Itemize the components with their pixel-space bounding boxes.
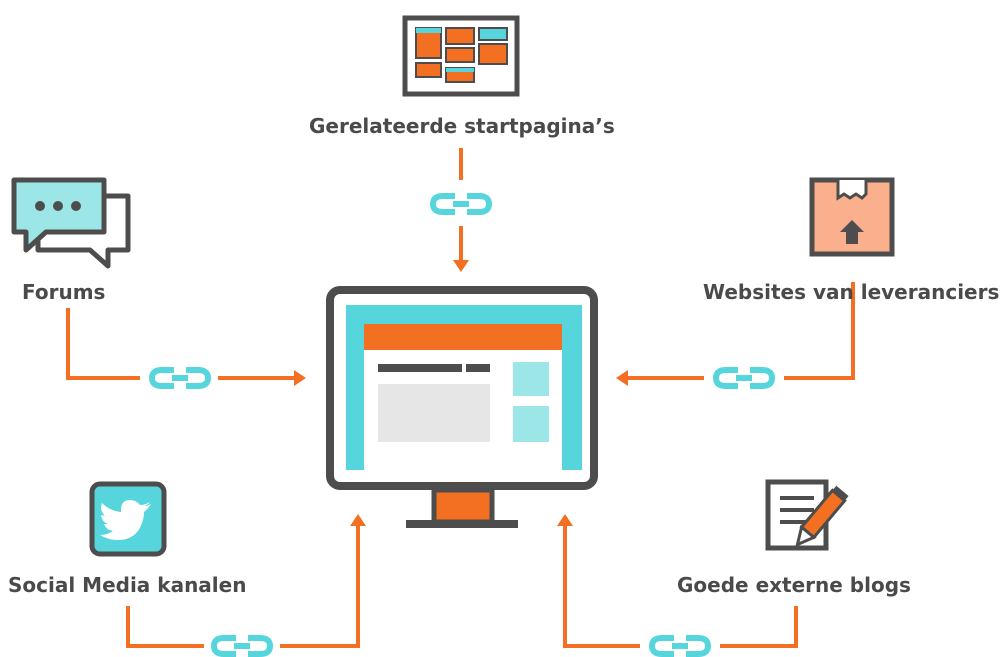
- label-bottom-right: Goede externe blogs: [677, 573, 911, 597]
- connector-top: [433, 148, 489, 272]
- label-top: Gerelateerde startpagina’s: [309, 114, 615, 138]
- label-left: Forums: [22, 280, 106, 304]
- connector-left: [66, 308, 306, 386]
- chat-bubbles-icon: [11, 177, 131, 269]
- document-pencil-icon: [765, 479, 849, 551]
- connector-bottom-left: [126, 514, 366, 654]
- package-box-icon: [809, 177, 895, 257]
- website-monitor-icon: [326, 286, 598, 528]
- connector-bottom-right: [557, 514, 798, 654]
- twitter-bird-icon: [89, 481, 167, 557]
- label-right: Websites van leveranciers: [703, 280, 1000, 304]
- connector-right: [616, 282, 855, 386]
- label-bottom-left: Social Media kanalen: [8, 573, 247, 597]
- dashboard-layout-icon: [402, 15, 520, 97]
